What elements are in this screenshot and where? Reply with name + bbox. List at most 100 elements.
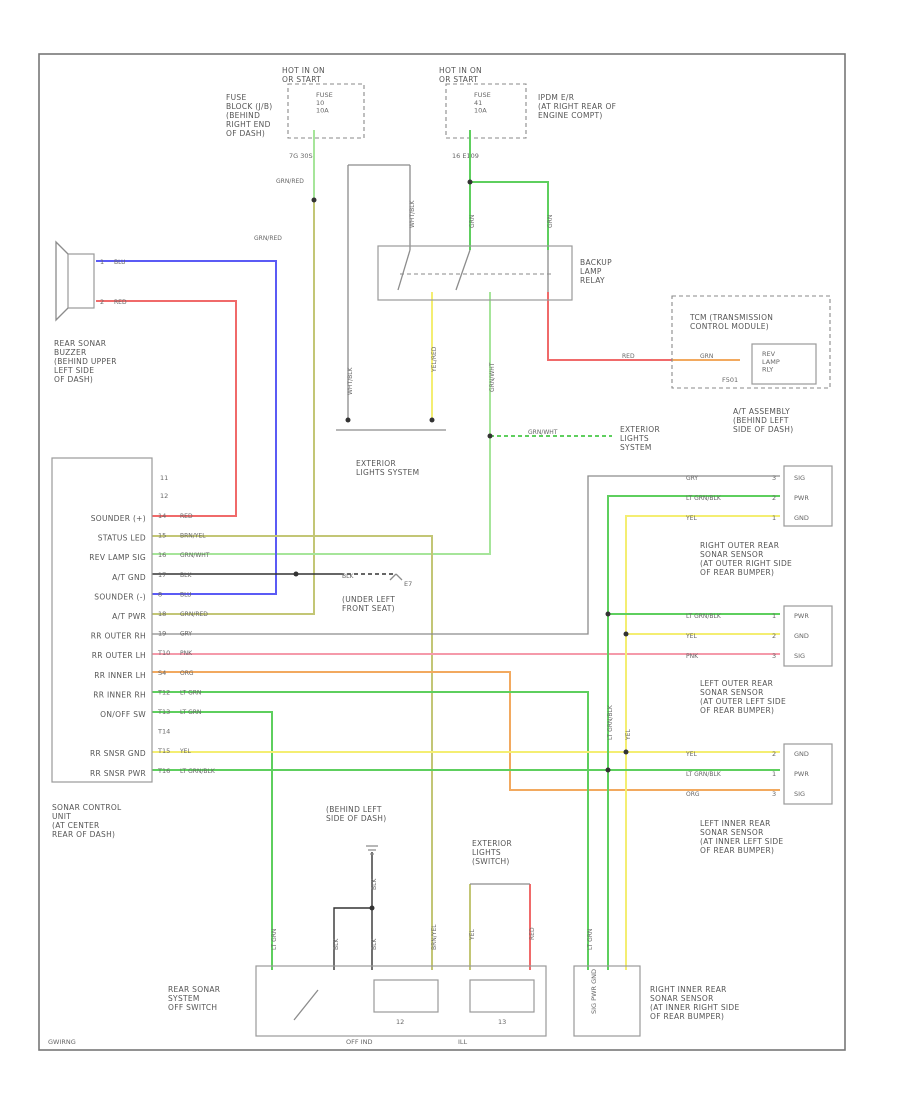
wire-org (152, 671, 780, 791)
wire-blk-switch (333, 852, 373, 970)
control-unit-row-pin: 19 (158, 630, 166, 638)
control-unit-row-wire: YEL (179, 748, 191, 755)
sensor-row-pin: 2 (772, 750, 776, 758)
control-unit-row-pin: T12 (157, 688, 170, 696)
control-unit-row-wire: BLU (180, 591, 192, 598)
sonar-switch-ill (469, 979, 535, 1013)
sensor-row-pin: 3 (772, 790, 776, 798)
relay-wire-3: GRN (547, 215, 554, 228)
right-inner-box (573, 965, 641, 1037)
relay-switch-2 (455, 249, 471, 291)
junction (345, 417, 351, 423)
grn-red-label: GRN/RED (254, 235, 282, 242)
wire-blu (96, 260, 277, 595)
relay-switch-1 (397, 249, 411, 291)
sensor-row-term: SIG (794, 790, 805, 798)
control-unit-row-wire: GRN/WHT (180, 552, 210, 559)
wire-lt-grn-1 (152, 691, 589, 970)
sonar-switch-box (255, 965, 547, 1037)
tcm-pin-no: F501 (722, 376, 738, 384)
control-unit-row-pin: 15 (158, 532, 166, 540)
sonar-switch-contact (293, 989, 319, 1021)
control-unit-row-wire: GRN/RED (180, 611, 208, 618)
right-inner-wire-c: YEL (625, 729, 632, 741)
fuse-right-pins: 16 E109 (452, 152, 479, 160)
fuse-left-wire: GRN/RED (276, 178, 304, 185)
control-unit-row-pin: T13 (157, 708, 170, 716)
junction (429, 417, 435, 423)
fuse-left-pins: 7G 30S (289, 152, 313, 160)
wire-wht-blk-1 (347, 164, 411, 420)
control-unit-row-label: RR SNSR GND (90, 749, 146, 758)
junctions (293, 179, 629, 911)
control-unit-row-label: RR OUTER RH (91, 632, 146, 641)
sensor-row-wire: YEL (685, 751, 697, 758)
sensor-row-term: GND (794, 632, 809, 640)
right-inner-wire-a: LT GRN (587, 929, 594, 950)
sensor-row-wire: LT GRN/BLK (686, 771, 722, 778)
junction (605, 767, 611, 773)
junction (293, 571, 299, 577)
sonar-switch-pin-a: 12 (396, 1018, 404, 1026)
control-unit-row-pin: T16 (157, 767, 170, 775)
control-unit-row-pin: 8 (158, 590, 162, 598)
control-unit-row-wire: LT GRN/BLK (180, 768, 216, 775)
right-inner-wire-b: LT GRN/BLK (607, 704, 614, 740)
junction (467, 179, 473, 185)
sonar-switch-pin-b: 13 (498, 1018, 506, 1026)
ground-dash-symbol (366, 845, 378, 855)
sensor-row-term: SIG (794, 652, 805, 660)
sensor-row-wire: YEL (685, 515, 697, 522)
control-unit-row-label: A/T GND (112, 573, 146, 582)
right-inner-terms: SIG PWR GND (590, 969, 598, 1014)
control-unit-row-wire: BLK (180, 572, 192, 579)
sensor-row-pin: 1 (772, 770, 776, 778)
fuse-left-box (287, 83, 365, 139)
relay-wire-1: WHT/BLK (409, 199, 416, 228)
wire-yel-gnd (152, 515, 780, 970)
control-unit-row-label: SOUNDER (+) (91, 514, 146, 523)
sensor-row-wire: GRY (686, 475, 698, 482)
tcm-box (671, 295, 831, 389)
sonar-switch-wire4: BRN/YEL (431, 924, 438, 950)
ground-e7-pin: E7 (404, 580, 412, 588)
left-outer-box (783, 743, 833, 805)
tcm-pin-box (751, 343, 817, 385)
control-unit-row-pin: 17 (158, 571, 166, 579)
ground-e7-wire: BLK (342, 573, 354, 580)
sensor-row-pin: 3 (772, 652, 776, 660)
sensor-row-term: PWR (794, 770, 809, 778)
top-pin-11: 11 (160, 474, 168, 482)
control-unit-row-wire: RED (180, 513, 193, 520)
relay-wire-5: YEL/RED (431, 346, 438, 373)
diagram-frame (38, 53, 846, 1051)
tcm-wire: GRN (700, 353, 713, 360)
sensor-row-wire: YEL (685, 633, 697, 640)
ground-dash-wire: BLK (371, 878, 378, 890)
sonar-switch-led (373, 979, 439, 1013)
control-unit-row-label: SOUNDER (-) (94, 592, 146, 601)
junction (605, 611, 611, 617)
control-unit-row-label: RR SNSR PWR (90, 769, 146, 778)
